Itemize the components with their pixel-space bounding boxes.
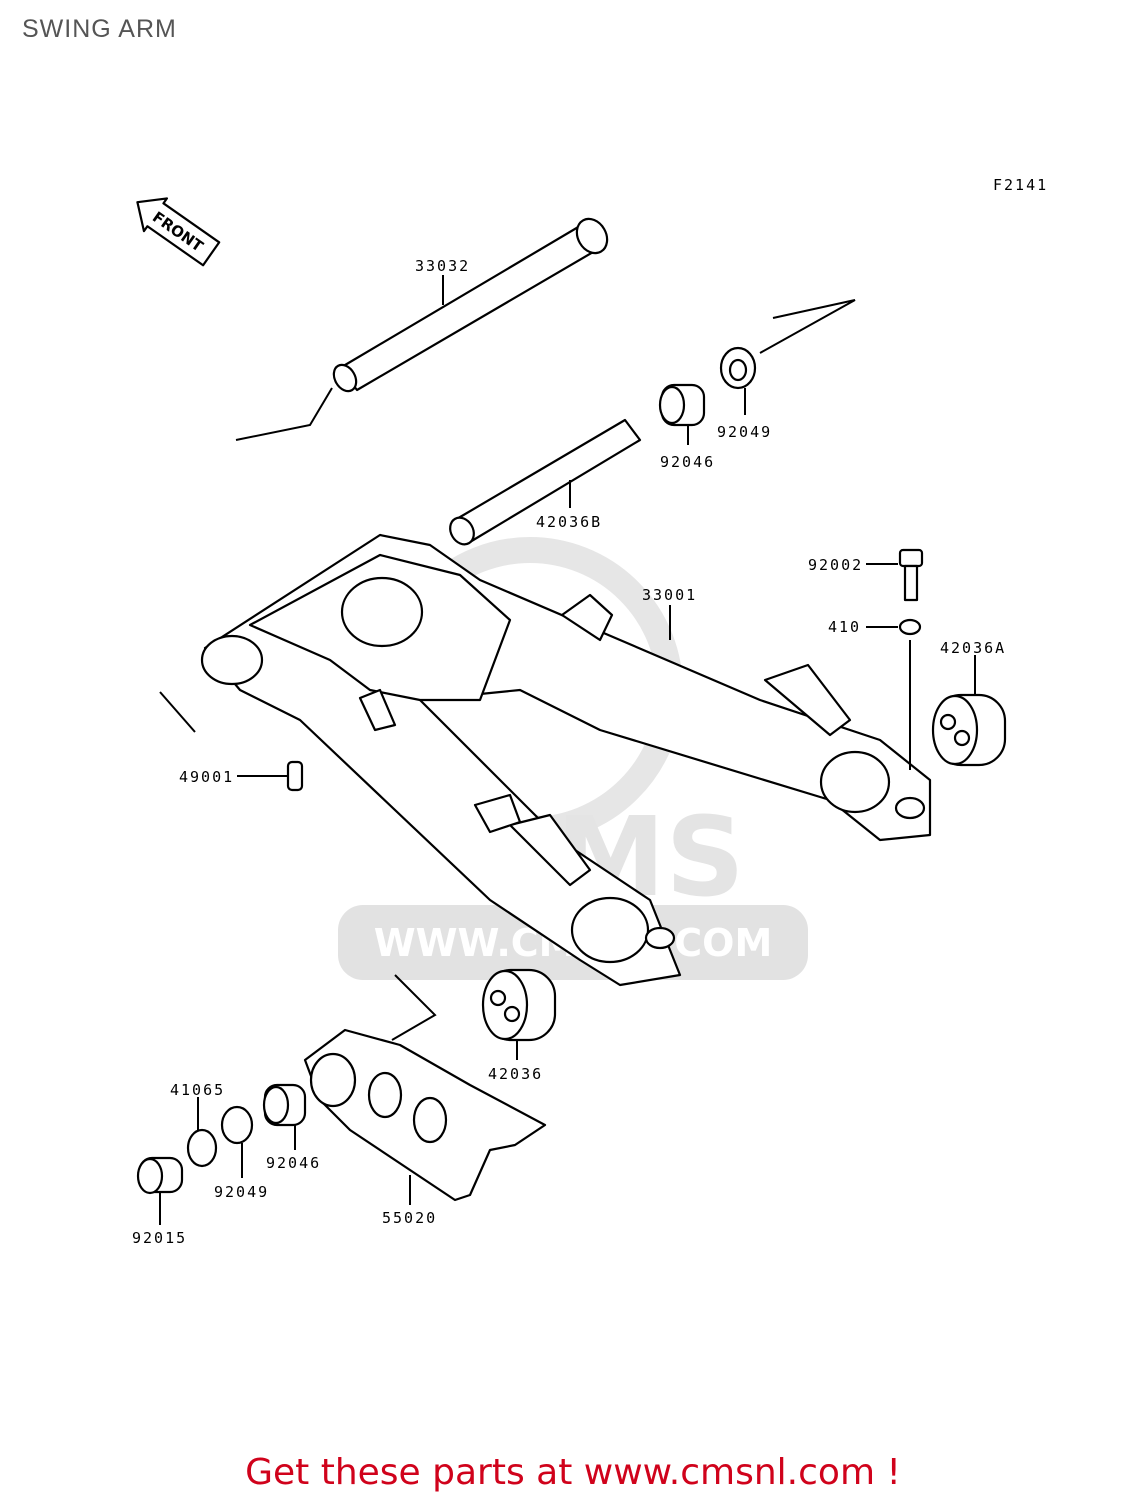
swing-arm-33001[interactable] bbox=[200, 533, 932, 987]
adjuster-42036[interactable] bbox=[481, 968, 557, 1042]
guide-line bbox=[759, 299, 856, 354]
seal-41065[interactable] bbox=[186, 1128, 218, 1168]
pipe-42036b[interactable] bbox=[445, 418, 642, 549]
swing-arm-diagram: WWW.CMSNL.COM CMS F2141 FRONT bbox=[132, 176, 1048, 1247]
guide-line bbox=[235, 387, 333, 441]
label-42036a: 42036A bbox=[940, 639, 1006, 657]
label-92046-bottom: 92046 bbox=[266, 1154, 321, 1172]
label-33032: 33032 bbox=[415, 257, 470, 275]
shaft-33032[interactable] bbox=[329, 213, 613, 395]
label-92002: 92002 bbox=[808, 556, 863, 574]
bearing-92046-bottom[interactable] bbox=[262, 1083, 307, 1127]
adjuster-42036a[interactable] bbox=[931, 693, 1007, 767]
grease-nipple-49001[interactable] bbox=[286, 760, 304, 792]
washer-410[interactable] bbox=[898, 618, 922, 636]
nut-92015[interactable] bbox=[136, 1156, 184, 1195]
label-92015: 92015 bbox=[132, 1229, 187, 1247]
guide-line bbox=[391, 974, 437, 1041]
label-92049-top: 92049 bbox=[717, 423, 772, 441]
label-55020: 55020 bbox=[382, 1209, 437, 1227]
label-410: 410 bbox=[828, 618, 861, 636]
label-92049-bottom: 92049 bbox=[214, 1183, 269, 1201]
label-42036b: 42036B bbox=[536, 513, 602, 531]
chain-guard-55020[interactable] bbox=[303, 1028, 547, 1202]
front-arrow-icon: FRONT bbox=[136, 197, 221, 267]
label-49001: 49001 bbox=[179, 768, 234, 786]
bearing-92046-top[interactable] bbox=[658, 383, 706, 427]
bolt-92002[interactable] bbox=[898, 548, 924, 602]
page-title: SWING ARM bbox=[22, 15, 177, 43]
collar-92049-bottom[interactable] bbox=[220, 1105, 254, 1145]
figure-code: F2141 bbox=[993, 176, 1048, 194]
label-42036: 42036 bbox=[488, 1065, 543, 1083]
guide-line bbox=[159, 691, 196, 733]
label-33001: 33001 bbox=[642, 586, 697, 604]
label-92046-top: 92046 bbox=[660, 453, 715, 471]
cms-link[interactable]: Get these parts at www.cmsnl.com ! bbox=[245, 1452, 901, 1493]
label-41065: 41065 bbox=[170, 1081, 225, 1099]
collar-hole bbox=[728, 358, 748, 382]
